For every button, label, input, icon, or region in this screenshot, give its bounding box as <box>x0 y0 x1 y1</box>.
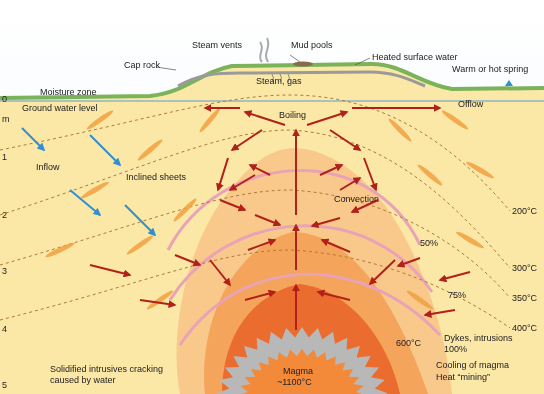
label: 50% <box>420 238 438 249</box>
label: 75% <box>448 290 466 301</box>
isotherm-lines <box>0 95 510 328</box>
label: Heated surface water <box>372 52 458 63</box>
convection-arrow <box>210 260 230 285</box>
label: Warm or hot spring <box>452 64 528 75</box>
label: Offlow <box>458 99 483 110</box>
label: 100% <box>444 344 467 355</box>
steam-vent <box>260 38 268 62</box>
inclined-sheet <box>387 117 413 143</box>
mud-pool <box>293 62 313 67</box>
label: Cooling of magma <box>436 360 509 371</box>
leader-line <box>290 55 300 62</box>
magma-chamber <box>238 349 365 394</box>
convection-arrow <box>322 240 350 252</box>
label: Cap rock <box>124 60 160 71</box>
magma-crust <box>216 327 387 394</box>
label: ~1100°C <box>277 377 312 388</box>
isotherm-bands <box>168 171 440 345</box>
convection-arrow <box>175 255 200 265</box>
inclined-sheet <box>405 289 434 311</box>
label: Solidified intrusives cracking caused by… <box>50 364 168 386</box>
convection-arrow <box>232 130 262 150</box>
convection-arrow <box>140 300 175 305</box>
convection-arrow <box>245 292 275 300</box>
convection-arrow <box>295 285 297 330</box>
label: 3 <box>2 266 7 277</box>
inflow-arrow <box>22 128 44 150</box>
inclined-sheet <box>416 163 444 187</box>
label: 0 <box>2 94 7 105</box>
label: Inclined sheets <box>126 172 186 183</box>
inclined-sheets <box>44 106 495 311</box>
label: 1 <box>2 152 7 163</box>
inclined-sheet <box>198 106 222 134</box>
label: Moisture zone <box>40 87 97 98</box>
label: 300°C <box>512 263 537 274</box>
label: 400°C <box>512 323 537 334</box>
inflow-arrow <box>90 135 120 165</box>
convection-arrow <box>398 258 420 266</box>
inclined-sheet <box>440 109 469 131</box>
label: 200°C <box>512 206 537 217</box>
label: Dykes, intrusions <box>444 333 513 344</box>
inclined-sheet <box>80 180 110 200</box>
label: Steam, gas <box>256 76 302 87</box>
inclined-sheet <box>136 138 164 162</box>
label: Heat “mining” <box>436 372 490 383</box>
inflow-arrow <box>125 205 155 235</box>
label: 2 <box>2 210 7 221</box>
convection-arrow <box>440 272 470 280</box>
label: Boiling <box>279 110 306 121</box>
label: 4 <box>2 324 7 335</box>
convection-arrow <box>295 130 297 215</box>
inclined-sheet <box>44 241 75 259</box>
label: Steam vents <box>192 40 242 51</box>
convection-arrow <box>425 310 455 315</box>
convection-arrow <box>230 175 255 190</box>
inflow-arrow <box>70 190 100 215</box>
convection-arrow <box>330 130 360 150</box>
label: Inflow <box>36 162 60 173</box>
convection-arrow <box>370 260 395 284</box>
inclined-sheet <box>145 289 174 311</box>
inclined-sheet <box>455 230 485 250</box>
inclined-sheet <box>172 197 198 223</box>
convection-arrow <box>340 178 360 190</box>
convection-arrow <box>352 107 440 109</box>
convection-arrow <box>318 292 350 300</box>
convection-arrow <box>307 112 347 125</box>
label: Mud pools <box>291 40 333 51</box>
convection-arrows <box>90 108 470 330</box>
convection-arrow <box>312 218 340 226</box>
convection-arrow <box>250 165 270 175</box>
convection-arrow <box>205 107 240 109</box>
label: Convection <box>334 194 379 205</box>
label: 350°C <box>512 293 537 304</box>
label: 5 <box>2 380 7 391</box>
convection-arrow <box>295 225 297 270</box>
label: Ground water level <box>22 103 98 114</box>
label: m <box>2 114 10 125</box>
convection-arrow <box>248 240 275 250</box>
label: Magma <box>283 366 313 377</box>
label: 600°C <box>396 338 421 349</box>
spring-icon <box>505 80 513 86</box>
inclined-sheet <box>125 234 154 256</box>
leader-line <box>355 58 370 65</box>
surface <box>0 64 544 98</box>
convection-arrow <box>320 165 342 175</box>
convection-arrow <box>255 215 280 225</box>
convection-arrow <box>364 158 376 190</box>
convection-arrow <box>220 200 245 210</box>
convection-arrow <box>218 158 228 190</box>
inclined-sheet <box>465 160 495 180</box>
convection-arrow <box>90 265 130 275</box>
cap-rock <box>178 72 425 86</box>
